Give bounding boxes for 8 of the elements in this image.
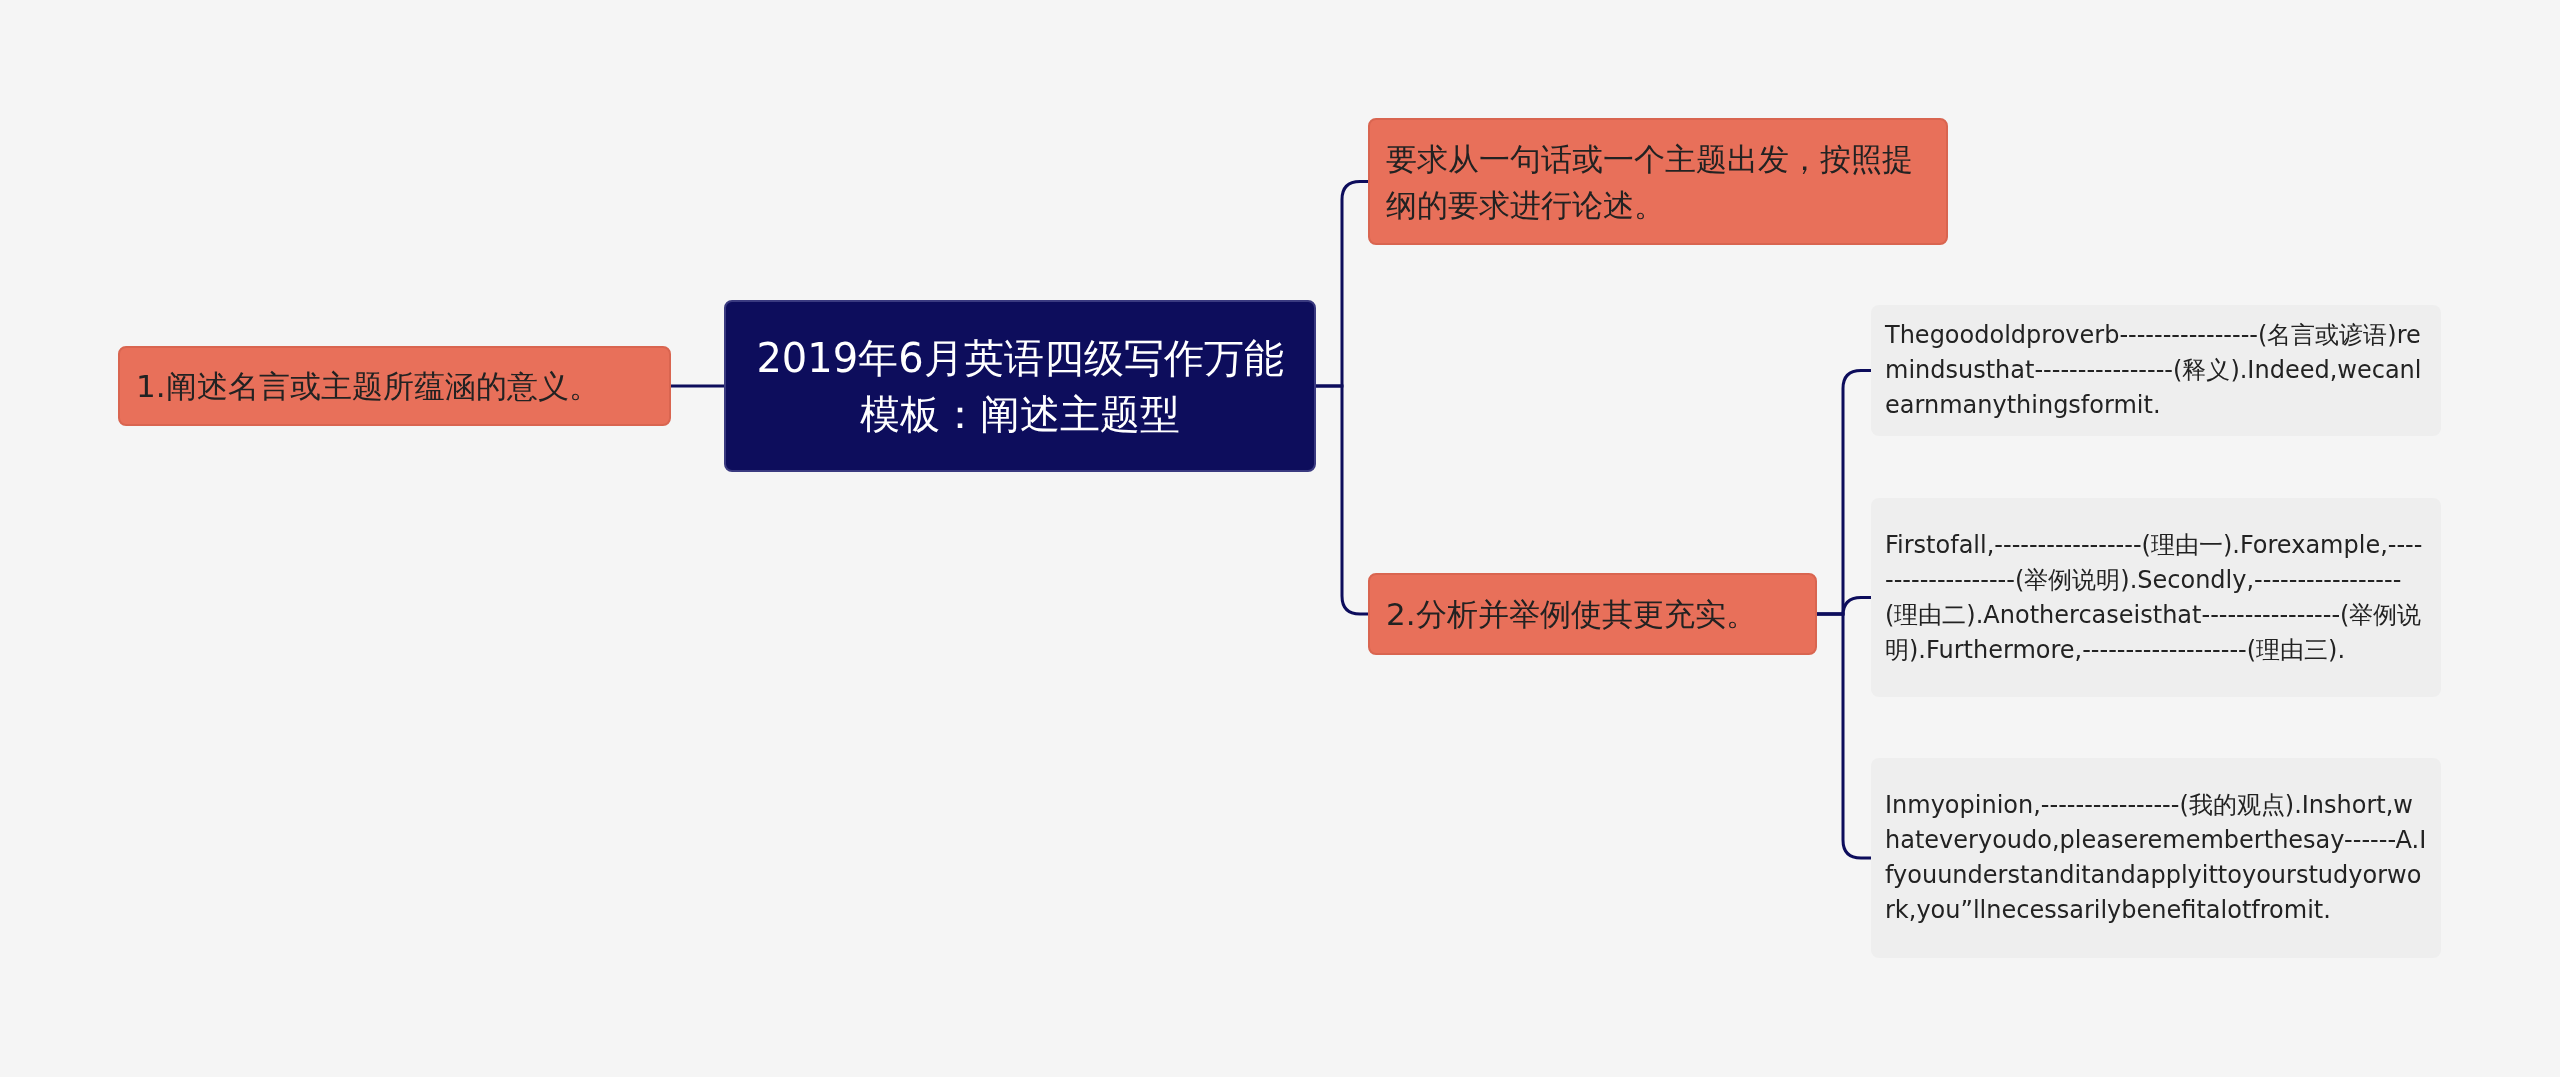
text-card: Firstofall,-----------------(理由一).Forexample,-------------------(举例说明).Secondly,-----------------(理由二).Anothercaseisthat----------------(举例说明).Furthermore,-------------------(理由三). (1871, 498, 2441, 697)
topic-box: 要求从一句话或一个主题出发，按照提纲的要求进行论述。 (1368, 118, 1948, 245)
topic-box: 1.阐述名言或主题所蕴涵的意义。 (118, 346, 671, 426)
title-box: 2019年6月英语四级写作万能模板：阐述主题型 (724, 300, 1316, 472)
topic-box: 2.分析并举例使其更充实。 (1368, 573, 1817, 655)
connector-line (671, 384, 724, 388)
text-card: Thegoodoldproverb----------------(名言或谚语)remindsusthat----------------(释义).Indeed,wecanlearnmanythingsformit. (1871, 305, 2441, 436)
text-card: Inmyopinion,----------------(我的观点).Inshort,whateveryoudo,pleaserememberthesay------A.Ifyouunderstanditandapplyittoyourstudyorwork,you”llnecessarilybenefitalotfromit. (1871, 758, 2441, 958)
